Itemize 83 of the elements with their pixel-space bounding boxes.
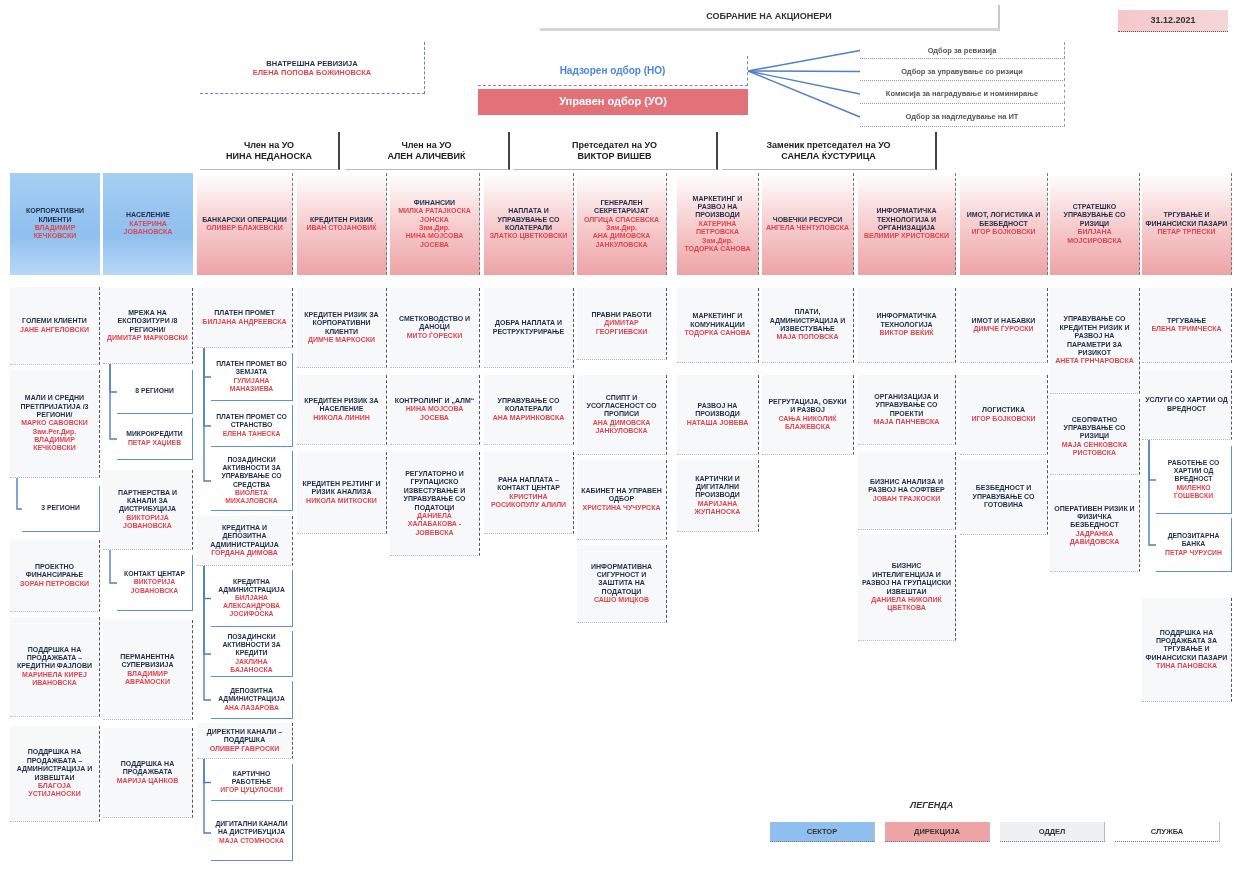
directorate-box	[577, 173, 667, 275]
department-box	[960, 460, 1048, 535]
connector-line	[203, 758, 212, 834]
assembly-title: СОБРАНИЕ НА АКЦИОНЕРИ	[706, 11, 832, 22]
person-name: НИНА НЕДАНОСКА	[226, 150, 312, 162]
connector-line	[16, 477, 23, 510]
role-title: Член на УО	[243, 139, 295, 151]
department-box	[577, 460, 667, 540]
directorate-box	[1050, 173, 1140, 275]
department-box	[10, 370, 100, 478]
department-box	[103, 620, 193, 720]
date-label: 31.12.2021	[1150, 15, 1196, 26]
department-box	[10, 540, 100, 612]
department-box	[577, 545, 667, 623]
department-box	[1050, 480, 1140, 572]
connector-line	[109, 549, 118, 584]
department-box	[762, 375, 854, 455]
connector-line	[109, 363, 118, 440]
person-name: АЛЕН АЛИЧЕВИЌ	[387, 150, 466, 162]
committee-box	[860, 62, 1065, 81]
department-box	[297, 288, 387, 368]
department-box	[858, 535, 956, 641]
board-title: Надзорен одбор (НО)	[559, 64, 666, 77]
department-box	[1050, 288, 1140, 394]
role-title: Претседател на УО	[572, 139, 657, 151]
department-box	[484, 452, 574, 534]
department-box	[103, 470, 193, 550]
department-box	[103, 728, 193, 818]
department-box	[577, 288, 667, 360]
department-box	[10, 617, 100, 717]
department-box	[103, 288, 193, 364]
department-box	[390, 288, 480, 368]
department-box	[484, 375, 574, 445]
legend-title: ЛЕГЕНДА	[910, 800, 954, 810]
directorate-box	[197, 173, 293, 275]
directorate-box	[858, 173, 956, 275]
person-name: ВИКТОР ВИШЕВ	[577, 150, 652, 162]
connector-line	[203, 565, 212, 701]
date-box	[1118, 10, 1228, 32]
directorate-box	[1142, 173, 1232, 275]
member-box	[513, 132, 718, 170]
department-box	[10, 287, 100, 365]
department-box	[960, 375, 1048, 455]
board-box	[478, 89, 748, 115]
directorate-box	[677, 173, 759, 275]
connector-line	[1148, 439, 1157, 546]
department-box	[677, 375, 759, 455]
department-box	[197, 288, 293, 348]
department-box	[1142, 288, 1232, 363]
role-title: Заменик претседател на УО	[766, 139, 891, 150]
department-box	[858, 288, 956, 363]
sector-box	[10, 173, 100, 275]
department-box	[390, 452, 480, 556]
committee-box	[860, 107, 1065, 127]
directorate-box	[484, 173, 574, 275]
directorate-box	[390, 173, 480, 275]
department-box	[390, 375, 480, 445]
department-box	[297, 452, 387, 534]
directorate-box	[297, 173, 387, 275]
person-name: САНЕЛА ЌУСТУРИЦА	[781, 150, 876, 162]
department-box	[197, 516, 293, 566]
department-box	[960, 288, 1048, 363]
directorate-box	[762, 173, 854, 275]
department-box	[197, 723, 293, 759]
department-box	[297, 375, 387, 445]
department-box	[1050, 399, 1140, 475]
sector-box	[103, 173, 193, 275]
department-box	[677, 288, 759, 363]
board-title: Управен одбор (УО)	[559, 95, 667, 109]
role-title: Член на УО	[401, 139, 452, 151]
department-box	[677, 460, 759, 532]
directorate-box	[960, 173, 1048, 275]
connector-line	[747, 70, 861, 118]
department-box	[858, 452, 956, 530]
committee-box	[860, 84, 1065, 104]
department-box	[10, 726, 100, 822]
department-box	[577, 375, 667, 455]
connector-line	[203, 347, 212, 482]
department-box	[762, 288, 854, 363]
department-box	[1142, 598, 1232, 702]
department-box	[1142, 370, 1232, 440]
department-box	[484, 288, 574, 368]
department-box	[858, 375, 956, 445]
